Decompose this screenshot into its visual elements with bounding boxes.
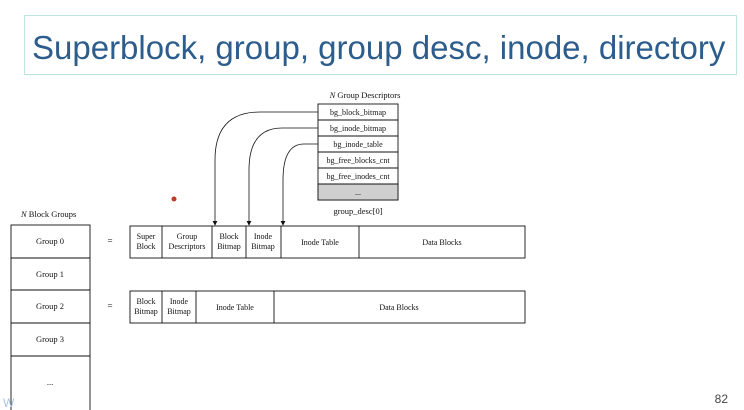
slide-title: Superblock, group, group desc, inode, di… [24, 15, 737, 75]
gd-field-block-bitmap: bg_block_bitmap [330, 108, 386, 117]
block-groups-heading: N Block Groups [20, 209, 76, 219]
group-3-label: Group 3 [36, 334, 64, 344]
group-1-label: Group 1 [36, 269, 64, 279]
gd-field-free-inodes: bg_free_inodes_cnt [326, 172, 390, 181]
group-0-layout [129, 225, 526, 259]
block-groups-column [10, 224, 91, 410]
group-2-label: Group 2 [36, 301, 64, 311]
gd-field-inode-bitmap: bg_inode_bitmap [330, 124, 386, 133]
group-2-layout [129, 290, 526, 324]
page-number: 82 [714, 392, 728, 406]
group-ellipsis-label: ... [47, 377, 53, 387]
footer-watermark: W [3, 396, 15, 410]
gd-field-ellipsis: ... [355, 188, 361, 197]
group-descriptor-table [317, 103, 399, 201]
red-dot-marker [171, 196, 177, 202]
arrow-block-bitmap [212, 111, 318, 226]
arrow-inode-bitmap [246, 127, 318, 226]
g2-data-blocks: Data Blocks [379, 303, 418, 312]
group-descriptors-heading: N Group Descriptors [329, 90, 401, 100]
group-0-label: Group 0 [36, 236, 64, 246]
g2-inode-table: Inode Table [216, 303, 254, 312]
gd-field-free-blocks: bg_free_blocks_cnt [326, 156, 390, 165]
gd-field-inode-table: bg_inode_table [333, 140, 383, 149]
arrow-inode-table [280, 143, 318, 226]
g0-inode-table: Inode Table [301, 238, 339, 247]
g0-data-blocks: Data Blocks [422, 238, 461, 247]
equals-group-0: = [107, 236, 112, 246]
equals-group-2: = [107, 301, 112, 311]
group-desc-caption: group_desc[0] [333, 206, 382, 216]
